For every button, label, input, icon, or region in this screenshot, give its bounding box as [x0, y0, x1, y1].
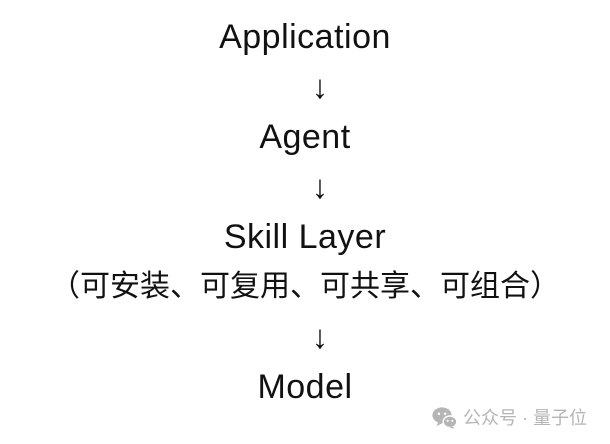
down-arrow-icon: ↓	[311, 68, 329, 105]
down-arrow-icon: ↓	[311, 168, 329, 205]
skill-layer-features-label: （可安装、可复用、可共享、可组合）	[50, 270, 560, 303]
layer-label-agent: Agent	[259, 118, 351, 156]
watermark-text: 公众号 · 量子位	[463, 408, 587, 428]
down-arrow-icon: ↓	[311, 318, 329, 355]
layer-label-skill-layer: Skill Layer	[223, 218, 387, 256]
layer-label-application: Application	[219, 18, 391, 56]
wechat-icon	[432, 407, 457, 429]
watermark: 公众号 · 量子位	[432, 407, 587, 429]
layer-label-model: Model	[257, 368, 353, 406]
layer-stack-diagram: Application ↓ Agent ↓ Skill Layer （可安装、可…	[0, 12, 610, 412]
